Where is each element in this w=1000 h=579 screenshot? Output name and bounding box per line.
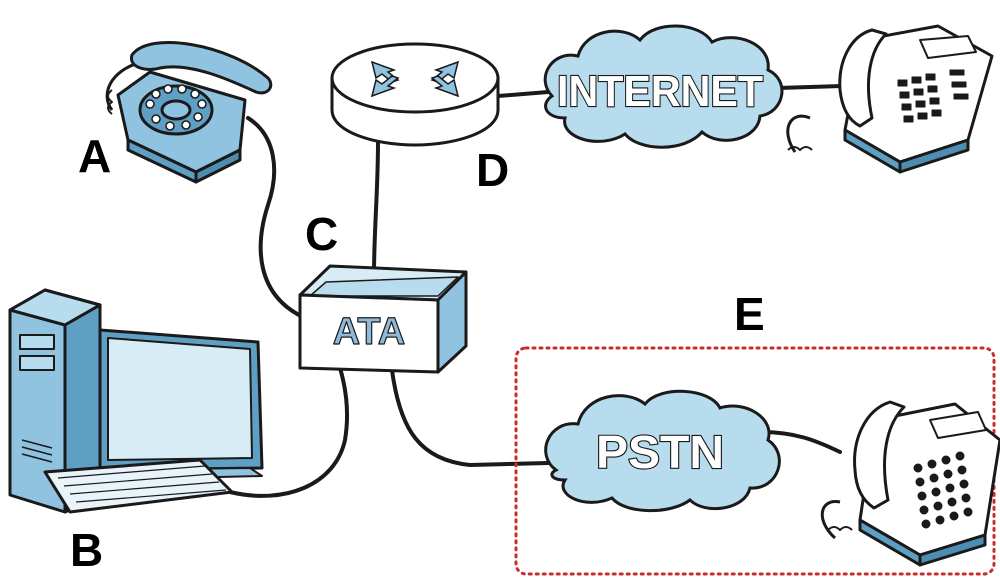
ata-label: ATA xyxy=(333,311,405,353)
pstn-label: PSTN xyxy=(596,426,724,478)
label-b: B xyxy=(70,524,103,576)
cable-internet-to-phone xyxy=(776,84,844,90)
voip-desk-phone-icon xyxy=(786,24,994,174)
cable-router-to-ata xyxy=(372,140,380,277)
rotary-phone-icon xyxy=(105,41,273,184)
internet-label: INTERNET xyxy=(557,67,763,116)
pstn-cloud-icon: PSTN xyxy=(544,389,781,513)
label-d: D xyxy=(476,144,509,196)
pstn-desk-phone-icon xyxy=(820,400,1000,567)
router-icon xyxy=(330,42,500,147)
desktop-computer-icon xyxy=(8,288,264,514)
cable-router-to-internet xyxy=(496,90,550,98)
cable-phone-to-ata xyxy=(246,116,307,320)
label-c: C xyxy=(305,208,338,260)
label-e: E xyxy=(734,288,765,340)
cable-pc-to-ata xyxy=(228,366,350,498)
label-a: A xyxy=(78,130,111,182)
internet-cloud-icon: INTERNET xyxy=(543,24,784,149)
cable-ata-to-pstn xyxy=(390,368,550,468)
ata-box-icon: ATA xyxy=(298,264,468,374)
